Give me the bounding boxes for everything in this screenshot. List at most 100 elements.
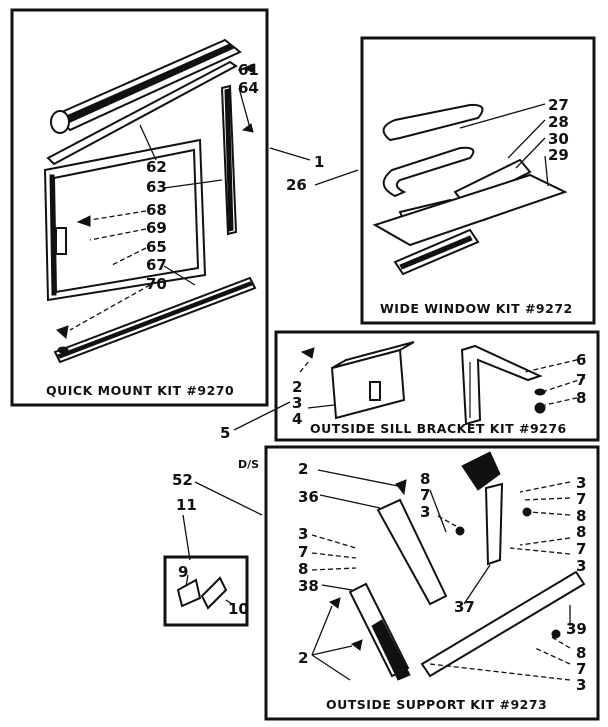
support-leg-grip (371, 619, 411, 681)
label-26: 26 (286, 176, 307, 194)
support-label-2-bottom: 2 (298, 649, 308, 667)
small-parts-frame (163, 555, 249, 627)
support-screw-2b (350, 639, 363, 651)
sill-leaders (299, 357, 586, 409)
support-label-8-mid: 8 (420, 470, 430, 488)
label-5: 5 (220, 424, 230, 442)
label-27: 27 (548, 96, 569, 114)
label-30: 30 (548, 130, 569, 148)
label-61: 61 (238, 61, 259, 79)
screw-70 (56, 325, 69, 339)
label-10: 10 (228, 600, 249, 618)
top-rail-end (50, 110, 70, 134)
quick-mount-label-group: 61 64 62 63 68 69 65 67 70 (146, 61, 259, 293)
sill-label-6: 6 (576, 351, 586, 369)
support-arm-36 (376, 498, 448, 606)
support-nut-rail (551, 629, 561, 639)
label-63: 63 (146, 178, 167, 196)
label-11: 11 (176, 496, 197, 514)
support-label-3-r3: 3 (576, 676, 586, 694)
quick-mount-parts (43, 38, 257, 364)
support-screw-top (395, 479, 407, 496)
base-plate-29 (372, 173, 568, 247)
wide-window-kit-frame (360, 36, 596, 325)
support-label-7-r2: 7 (576, 540, 586, 558)
seal-strip-part (46, 60, 238, 166)
sill-bracket-parts (300, 341, 546, 426)
sill-label-7: 7 (576, 371, 586, 389)
label-9: 9 (178, 563, 188, 581)
label-1: 1 (314, 153, 324, 171)
support-label-7-r3: 7 (576, 660, 586, 678)
support-label-3-r1: 3 (576, 474, 586, 492)
quick-mount-leaders (69, 67, 251, 331)
sill-nut-8 (534, 402, 546, 414)
callouts-5-52-11: 5 52 11 (172, 401, 291, 561)
support-label-8-r3: 8 (576, 644, 586, 662)
wide-window-label-group: 27 28 30 29 (548, 96, 569, 164)
support-label-7-r1: 7 (576, 490, 586, 508)
small-parts: 9 10 (176, 563, 249, 618)
support-label-3-r2: 3 (576, 557, 586, 575)
wide-window-leaders (459, 103, 549, 187)
support-label-2-top: 2 (298, 460, 308, 478)
screw-64 (241, 123, 254, 133)
support-rail-39 (420, 570, 586, 678)
sill-label-4: 4 (292, 410, 302, 428)
sill-label-3: 3 (292, 394, 302, 412)
label-65: 65 (146, 238, 167, 256)
loop-part-28 (382, 146, 475, 198)
support-label-8: 8 (298, 560, 308, 578)
wide-window-parts (372, 103, 568, 276)
clip-part-left (176, 578, 202, 608)
frame-latch (55, 227, 67, 255)
label-28: 28 (548, 113, 569, 131)
support-label-3-mid: 3 (420, 503, 430, 521)
support-label-3: 3 (298, 525, 308, 543)
sill-label-8: 8 (576, 389, 586, 407)
support-kit-title: OUTSIDE SUPPORT KIT #9273 (326, 697, 547, 712)
label-68: 68 (146, 201, 167, 219)
label-52: 52 (172, 471, 193, 489)
support-label-7: 7 (298, 543, 308, 561)
label-62: 62 (146, 158, 167, 176)
quick-mount-kit-frame (10, 8, 269, 407)
window-frame-edge (49, 174, 57, 296)
support-arm-37 (484, 482, 504, 566)
sill-angle-bracket (460, 344, 543, 426)
support-leaders (311, 469, 571, 681)
outside-support-kit-frame (264, 445, 600, 721)
support-label-39: 39 (566, 620, 587, 638)
support-label-group: 2 36 3 7 8 38 2 8 7 3 37 3 7 8 8 7 3 39 … (298, 460, 587, 694)
outside-sill-bracket-kit-frame (274, 330, 600, 442)
sill-screw-2 (300, 347, 315, 359)
sill-bracket-slot (369, 381, 381, 401)
label-70: 70 (146, 275, 167, 293)
wide-window-kit-title: WIDE WINDOW KIT #9272 (380, 301, 573, 316)
support-label-8-r2: 8 (576, 523, 586, 541)
label-64: 64 (238, 79, 259, 97)
clip-part-right (200, 576, 228, 610)
bottom-rail-strip (57, 281, 253, 359)
quick-mount-kit-title: QUICK MOUNT KIT #9270 (46, 383, 234, 398)
support-nut-8 (455, 526, 465, 536)
support-label-8-r1: 8 (576, 507, 586, 525)
label-67: 67 (146, 256, 167, 274)
sill-bracket-top (331, 341, 415, 369)
knob-68 (76, 215, 91, 227)
sill-bracket-plate (330, 348, 406, 420)
label-29: 29 (548, 146, 569, 164)
sill-bracket-kit-title: OUTSIDE SILL BRACKET KIT #9276 (310, 421, 567, 436)
label-69: 69 (146, 219, 167, 237)
vertical-bar-strip (224, 88, 234, 232)
sill-label-2: 2 (292, 378, 302, 396)
sill-label-group: 2 3 4 6 7 8 (292, 351, 586, 428)
support-screw-2a (328, 597, 341, 609)
support-label-36: 36 (298, 488, 319, 506)
support-parts (328, 451, 586, 681)
callouts-1-26: 1 26 (269, 147, 359, 194)
angle-strip (399, 235, 473, 270)
support-label-38: 38 (298, 577, 319, 595)
washer-70 (57, 346, 69, 354)
